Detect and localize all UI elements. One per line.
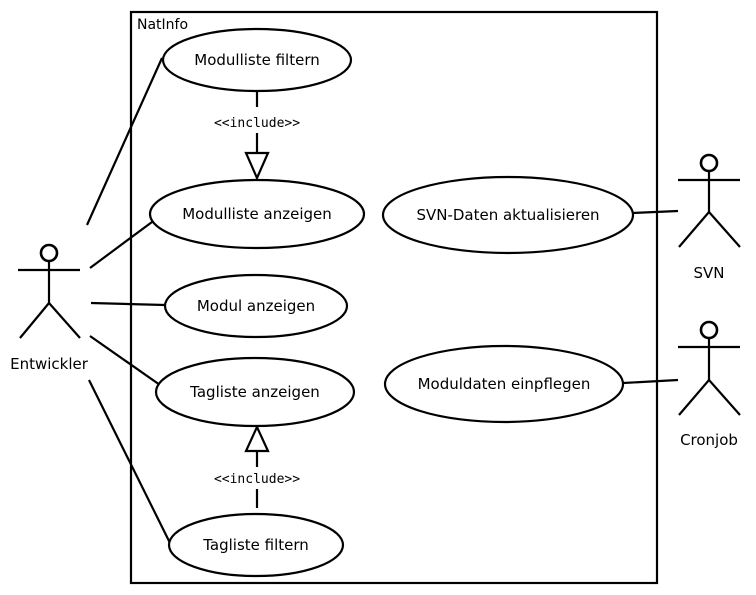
actor-developer: Entwickler: [10, 243, 89, 373]
assoc-developer-filter-tags: [88, 379, 172, 546]
actor-svn: SVN: [678, 153, 741, 282]
usecase-filter-tags-label: Tagliste filtern: [202, 536, 309, 554]
actor-cron-head: [699, 320, 719, 340]
usecase-module-data-label: Moduldaten einpflegen: [418, 375, 591, 393]
usecase-show-modules-label: Modulliste anzeigen: [182, 205, 332, 223]
usecase-show-tags: Tagliste anzeigen: [154, 356, 356, 428]
include-bottom-label: <<include>>: [214, 472, 300, 487]
usecase-filter-modules: Modulliste filtern: [161, 27, 353, 93]
usecase-show-modules: Modulliste anzeigen: [148, 178, 366, 250]
usecase-show-module-label: Modul anzeigen: [197, 297, 315, 315]
usecase-svn-update-label: SVN-Daten aktualisieren: [416, 206, 599, 224]
assoc-cron-module-data: [622, 378, 679, 385]
assoc-developer-show-module: [90, 301, 166, 307]
usecase-module-data: Moduldaten einpflegen: [383, 344, 625, 424]
actor-svn-head: [699, 153, 719, 173]
usecase-filter-modules-label: Modulliste filtern: [194, 51, 319, 69]
assoc-developer-filter-modules: [85, 57, 164, 226]
system-boundary: [129, 10, 659, 585]
actor-svn-label: SVN: [693, 264, 724, 282]
include-top-arrowhead: [244, 151, 270, 181]
include-top-label: <<include>>: [214, 116, 300, 131]
actor-cron-label: Cronjob: [680, 431, 738, 449]
usecase-show-module: Modul anzeigen: [163, 273, 349, 339]
usecase-show-tags-label: Tagliste anzeigen: [189, 383, 320, 401]
include-bottom-arrowhead: [244, 424, 270, 453]
assoc-svn-update: [632, 209, 679, 215]
assoc-developer-show-tags: [89, 335, 161, 386]
usecase-filter-tags: Tagliste filtern: [167, 512, 345, 578]
system-title: NatInfo: [137, 17, 188, 33]
usecase-svn-update: SVN-Daten aktualisieren: [381, 175, 635, 255]
assoc-developer-show-modules: [89, 221, 153, 269]
actor-developer-head: [39, 243, 59, 263]
actor-developer-label: Entwickler: [10, 355, 89, 373]
actor-cron: Cronjob: [678, 320, 741, 449]
